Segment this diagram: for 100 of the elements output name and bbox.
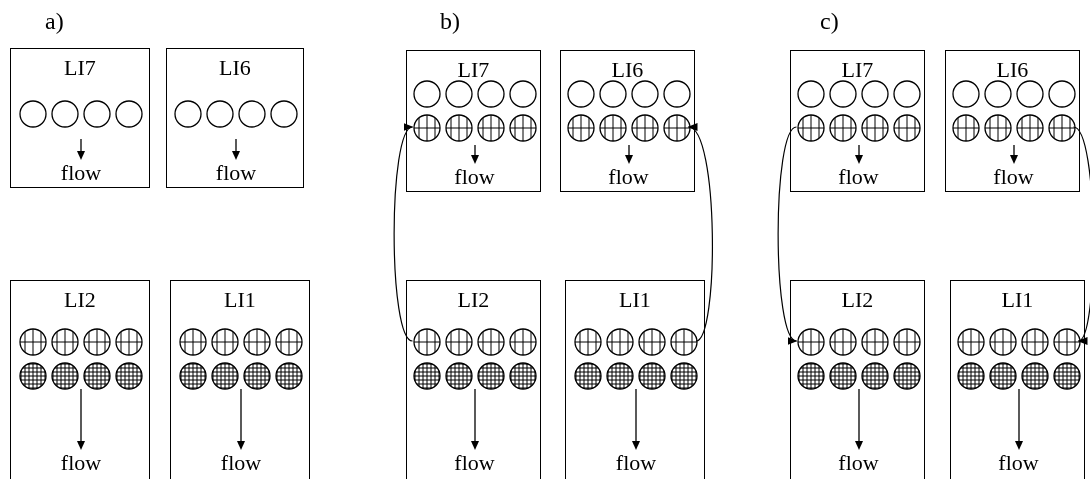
open-circle [566,80,595,108]
tank-box [790,280,925,479]
cross-hatched-circle [1020,328,1049,356]
curved-arrow [777,126,798,342]
cross-hatched-circle [606,328,634,356]
cross-hatched-circle [179,328,207,356]
flow-label: flow [59,451,103,475]
open-circle [174,100,202,128]
grid-hatched-circle [243,362,271,390]
grid-hatched-circle [638,362,666,390]
cross-hatched-circle [51,328,79,356]
grid-hatched-circle [444,362,473,390]
open-circle [51,100,79,128]
open-circle [662,80,691,108]
tank-box [406,50,541,192]
cross-hatched-circle [1047,114,1076,142]
cross-hatched-circle [444,114,473,142]
grid-hatched-circle [670,362,698,390]
cross-hatched-circle [860,328,889,356]
open-circle [238,100,266,128]
open-circle [206,100,234,128]
tank-box [565,280,705,479]
open-circle [270,100,298,128]
open-circle [1047,80,1076,108]
grid-hatched-circle [275,362,303,390]
open-circle [892,80,921,108]
grid-hatched-circle [892,362,921,390]
open-circle [860,80,889,108]
flow-label: flow [453,165,496,189]
cross-hatched-circle [211,328,239,356]
box-title: LI1 [223,287,257,313]
grid-hatched-circle [83,362,111,390]
cross-hatched-circle [796,114,825,142]
curved-arrow [1072,126,1090,342]
flow-label: flow [59,161,103,185]
open-circle [115,100,143,128]
cross-hatched-circle [275,328,303,356]
cross-hatched-circle [860,114,889,142]
grid-hatched-circle [508,362,537,390]
grid-hatched-circle [211,362,239,390]
box-title: LI7 [840,57,875,83]
flow-label: flow [992,165,1035,189]
curved-arrow [393,126,414,342]
open-circle [19,100,47,128]
panel-label: b) [440,8,460,34]
flow-label: flow [219,451,263,475]
grid-hatched-circle [860,362,889,390]
box-title: LI6 [610,57,645,83]
tank-box [10,48,150,188]
cross-hatched-circle [828,114,857,142]
grid-hatched-circle [796,362,825,390]
cross-hatched-circle [1015,114,1044,142]
box-title: LI1 [1000,287,1035,313]
tank-box [166,48,304,188]
cross-hatched-circle [956,328,985,356]
flow-label: flow [614,451,658,475]
box-title: LI1 [618,287,652,313]
cross-hatched-circle [796,328,825,356]
grid-hatched-circle [179,362,207,390]
box-title: LI7 [63,55,97,81]
cross-hatched-circle [988,328,1017,356]
box-title: LI2 [840,287,875,313]
tank-box [790,50,925,192]
grid-hatched-circle [476,362,505,390]
cross-hatched-circle [828,328,857,356]
cross-hatched-circle [662,114,691,142]
grid-hatched-circle [956,362,985,390]
cross-hatched-circle [983,114,1012,142]
box-title: LI7 [456,57,491,83]
cross-hatched-circle [508,328,537,356]
open-circle [598,80,627,108]
grid-hatched-circle [1020,362,1049,390]
cross-hatched-circle [598,114,627,142]
cross-hatched-circle [951,114,980,142]
cross-hatched-circle [476,328,505,356]
box-title: LI6 [995,57,1030,83]
tank-box [406,280,541,479]
open-circle [983,80,1012,108]
open-circle [444,80,473,108]
grid-hatched-circle [412,362,441,390]
open-circle [828,80,857,108]
grid-hatched-circle [988,362,1017,390]
tank-box [170,280,310,479]
grid-hatched-circle [115,362,143,390]
tank-box [950,280,1085,479]
cross-hatched-circle [1052,328,1081,356]
open-circle [630,80,659,108]
tank-box [945,50,1080,192]
flow-label: flow [837,451,880,475]
grid-hatched-circle [828,362,857,390]
cross-hatched-circle [83,328,111,356]
flow-label: flow [453,451,496,475]
panel-label: a) [45,8,64,34]
open-circle [83,100,111,128]
cross-hatched-circle [243,328,271,356]
cross-hatched-circle [892,328,921,356]
cross-hatched-circle [574,328,602,356]
cross-hatched-circle [19,328,47,356]
cross-hatched-circle [412,114,441,142]
cross-hatched-circle [638,328,666,356]
